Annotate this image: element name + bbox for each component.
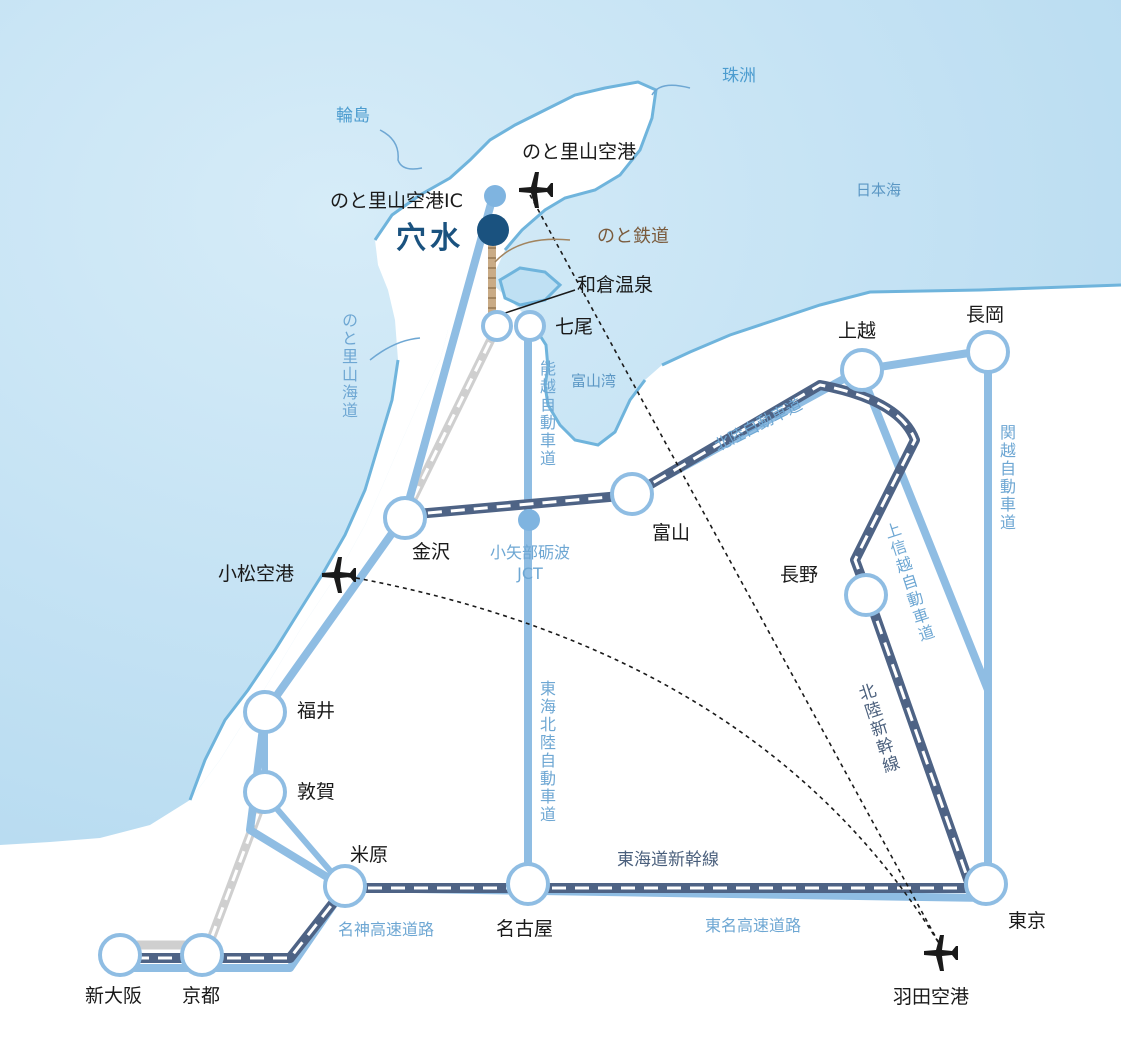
station-toyama — [610, 472, 654, 516]
maibara-label: 米原 — [350, 844, 389, 866]
station-fukui — [243, 690, 287, 734]
airplane-icon — [924, 935, 958, 971]
nagano-label: 長野 — [780, 564, 819, 586]
fukui-label: 福井 — [297, 700, 336, 722]
station-kyoto — [180, 933, 224, 977]
station-shin-osaka — [98, 933, 142, 977]
tsuruga-label: 敦賀 — [297, 781, 336, 803]
joetsu-label: 上越 — [838, 320, 877, 342]
station-nagoya — [506, 862, 550, 906]
noto-satoyama-kaido-road — [401, 196, 496, 519]
haneda-airport-label: 羽田空港 — [893, 986, 970, 1008]
toyama-label: 富山 — [652, 522, 691, 544]
nagaoka-label: 長岡 — [966, 304, 1005, 326]
meishin-expressway-label: 名神高速道路 — [338, 920, 435, 939]
wakura-label: 和倉温泉 — [577, 274, 654, 296]
shin-osaka-label: 新大阪 — [85, 985, 143, 1007]
sea-of-japan-label: 日本海 — [856, 181, 902, 199]
station-nagaoka — [966, 330, 1010, 374]
joshinetsu-road — [856, 366, 992, 694]
oyabe-tonami-jct-label: 小矢部砺波JCT — [489, 543, 570, 583]
nagoya-label: 名古屋 — [496, 918, 554, 940]
tokyo-label: 東京 — [1008, 910, 1047, 932]
oyabe-tonami-jct-node — [518, 509, 540, 531]
noto-railway-line — [488, 240, 496, 320]
hokuriku-expressway-road — [246, 511, 409, 892]
flight-routes — [339, 194, 941, 946]
leader-lines — [369, 84, 691, 361]
kyoto-label: 京都 — [182, 985, 221, 1007]
anamizu-label: 穴水 — [396, 221, 464, 256]
station-wakura — [481, 310, 513, 342]
noto-airport-label: のと里山空港 — [522, 141, 637, 163]
station-joetsu — [840, 348, 884, 392]
anamizu-node — [477, 214, 509, 246]
station-tokyo — [964, 862, 1008, 906]
station-kanazawa — [383, 496, 427, 540]
noto-railway-label: のと鉄道 — [597, 226, 669, 247]
station-nanao — [514, 310, 546, 342]
komatsu-airport-label: 小松空港 — [218, 563, 295, 585]
wajima-label: 輪島 — [336, 106, 370, 126]
suzu-label: 珠洲 — [722, 66, 756, 86]
sea-area — [0, 0, 1121, 845]
stations — [98, 310, 1010, 977]
tomei-expressway-label: 東名高速道路 — [705, 916, 802, 935]
tokaido-shinkansen-label: 東海道新幹線 — [617, 850, 719, 870]
station-maibara — [323, 864, 367, 908]
tokai-hokuriku-expressway-label: 東海北陸自動車道 — [537, 680, 556, 824]
shinkansen-lines — [120, 380, 988, 963]
kanetsu-expressway-label: 関越自動車道 — [997, 424, 1016, 532]
noto-airport-ic-node — [484, 185, 506, 207]
kanazawa-label: 金沢 — [412, 541, 451, 563]
noto-satoyama-kaido-label: のと里山海道 — [339, 312, 358, 420]
noto-airport-ic-label: のと里山空港IC — [330, 190, 463, 212]
nanao-label: 七尾 — [555, 316, 594, 338]
airplane-icon — [519, 172, 553, 208]
noetsu-expressway-label: 能越自動車道 — [537, 360, 556, 468]
toyama-bay-label: 富山湾 — [571, 372, 617, 390]
station-tsuruga — [243, 770, 287, 814]
airplane-icon — [322, 557, 356, 593]
station-nagano — [844, 573, 888, 617]
